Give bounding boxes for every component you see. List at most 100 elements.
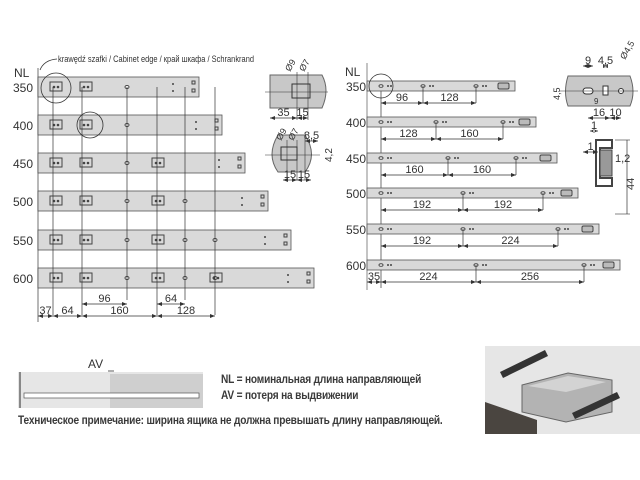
rail-left-1 xyxy=(37,114,223,136)
square-hole xyxy=(306,271,311,276)
screw-hole xyxy=(56,238,60,242)
hole xyxy=(590,264,592,266)
mounting-bracket xyxy=(79,157,93,168)
cabinet-edge-label: krawędź szafki / Cabinet edge / край шка… xyxy=(58,54,254,64)
dim-r2a: 160 xyxy=(405,164,423,176)
hole xyxy=(429,85,431,87)
mounting-bracket xyxy=(49,81,63,92)
nl-label: 350 xyxy=(13,81,33,95)
hole xyxy=(287,274,289,276)
dim-9v: 9 xyxy=(594,97,599,106)
screw-hole xyxy=(86,161,90,165)
hole xyxy=(378,263,384,267)
hole xyxy=(218,166,220,168)
dim-4-2: 4,2 xyxy=(324,148,335,162)
detail-circle-right xyxy=(368,73,394,99)
dim-15: 15 xyxy=(296,107,308,119)
screw-hole xyxy=(86,123,90,127)
rail-body xyxy=(366,259,621,271)
hole xyxy=(378,191,384,195)
mounting-bracket xyxy=(151,234,165,245)
screw-hole xyxy=(158,276,162,280)
hole xyxy=(387,85,389,87)
hole xyxy=(390,121,392,123)
dim-r2b: 160 xyxy=(473,164,491,176)
detail-circle xyxy=(40,72,72,104)
rail-body xyxy=(37,76,200,98)
rail-end-slot xyxy=(581,225,594,233)
drawer-box-inside xyxy=(528,376,606,392)
dim-9: 9 xyxy=(585,55,591,67)
dim-15c: 15 xyxy=(298,169,310,181)
nl-header-right: NL xyxy=(345,65,361,79)
hole xyxy=(287,281,289,283)
hole xyxy=(218,159,220,161)
hole xyxy=(525,157,527,159)
square-hole xyxy=(283,241,288,246)
mounting-bracket xyxy=(79,234,93,245)
rail-profile xyxy=(595,139,613,187)
nl-label: 450 xyxy=(13,157,33,171)
rail-right-3 xyxy=(366,187,579,199)
legend-nl: NL = номинальная длина направляющей xyxy=(221,374,422,386)
mounting-bracket xyxy=(49,157,63,168)
dim-r3b: 192 xyxy=(494,199,512,211)
rail-end-slot xyxy=(602,261,615,269)
slot xyxy=(291,83,311,99)
mounting-bracket xyxy=(79,81,93,92)
hole xyxy=(593,264,595,266)
nl-label: 500 xyxy=(13,195,33,209)
dimension-arrow xyxy=(38,314,53,318)
slot xyxy=(602,85,609,96)
dim-1-2: 1,2 xyxy=(615,153,630,165)
dim-35: 35 xyxy=(277,107,289,119)
square-hole xyxy=(283,233,288,238)
dimension-arrow xyxy=(297,116,308,120)
hole xyxy=(195,128,197,130)
dim-256r: 256 xyxy=(521,271,539,283)
hole xyxy=(241,204,243,206)
screw-hole xyxy=(56,123,60,127)
dim-4-5: 4,5 xyxy=(598,55,613,67)
dim-160: 160 xyxy=(110,305,128,317)
mounting-bracket xyxy=(79,272,93,283)
dimension-arrow xyxy=(583,64,593,68)
mounting-bracket xyxy=(49,195,63,206)
rail-right-5 xyxy=(366,259,621,271)
hole xyxy=(387,157,389,159)
dimension-arrow xyxy=(603,64,608,68)
dim-44: 44 xyxy=(625,178,637,190)
hole xyxy=(472,192,474,194)
rail-body xyxy=(37,190,269,212)
mounting-bracket xyxy=(49,119,63,130)
screw-hole xyxy=(158,161,162,165)
hole xyxy=(390,264,392,266)
dim-1b: 1 xyxy=(587,141,593,153)
rail-right-1 xyxy=(366,116,537,128)
dim-64b: 64 xyxy=(165,293,177,305)
hole xyxy=(482,264,484,266)
dim-r1b: 160 xyxy=(460,128,478,140)
dia-4-5: Ø4,5 xyxy=(618,39,636,61)
hole xyxy=(549,192,551,194)
hole-detail-top xyxy=(269,74,327,109)
dim-35r: 35 xyxy=(368,271,380,283)
hole xyxy=(195,121,197,123)
square-hole xyxy=(260,202,265,207)
hole xyxy=(387,121,389,123)
screw-hole xyxy=(82,276,86,280)
nl-label-right: 500 xyxy=(346,187,366,201)
hole xyxy=(264,243,266,245)
screw-hole xyxy=(82,161,86,165)
hole xyxy=(390,85,392,87)
hole xyxy=(482,85,484,87)
dimension-arrow xyxy=(367,280,381,284)
square-hole xyxy=(237,156,242,161)
dimension-arrow xyxy=(590,129,598,133)
detail-circle xyxy=(76,111,104,139)
rail-left-2 xyxy=(37,152,246,174)
screw-hole xyxy=(158,199,162,203)
mounting-bracket xyxy=(79,195,93,206)
dim-16: 16 xyxy=(593,107,605,119)
